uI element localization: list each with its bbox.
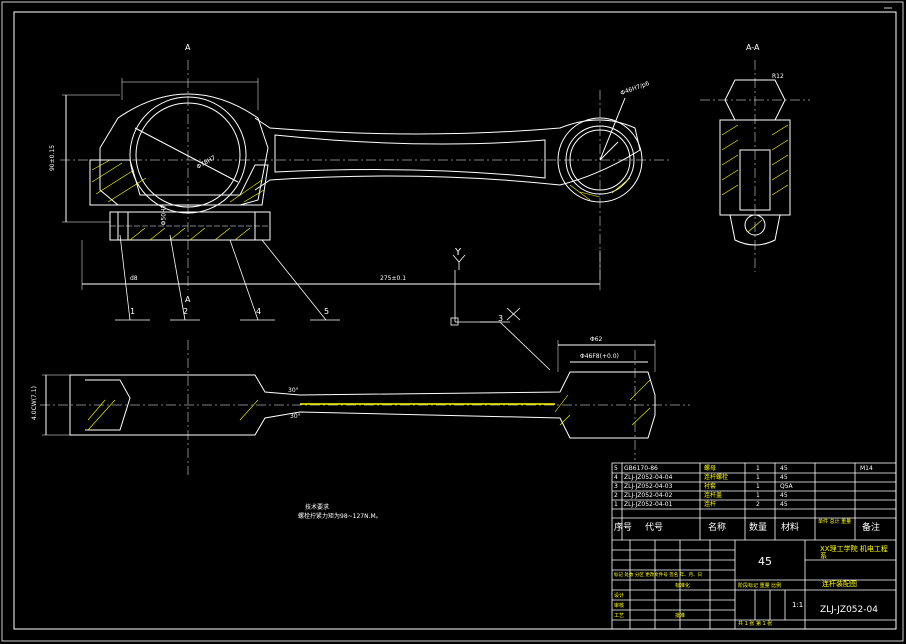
bom-cell-mat: Q5A [780,483,793,490]
cut-label-top: A [185,43,191,52]
bom-header-qty: 数量 [749,523,768,533]
ucs-y-label: Y [455,247,462,258]
bom-header-name: 名称 [708,523,727,533]
bom-cell-code: GB6170-86 [624,465,658,472]
bom-cell-mat: 45 [780,465,788,472]
bolt-dim: Φ50H7 [160,204,168,226]
bom-cell-qty: 1 [756,474,760,481]
balloon-4: 4 [256,307,262,316]
bom-cell-name: 连杆 [704,501,717,508]
top-view [40,340,690,475]
angle1-dim: 30° [288,387,299,394]
bom-cell-mat: 45 [780,501,788,508]
pitch-dim: d8 [130,275,138,282]
bom-header-no: 序号 [614,523,633,533]
bom-cell-code: ZLJ-JZ052-04-01 [624,501,673,508]
school-name: XX理工学院 机电工程系 [820,545,888,560]
design-label: 设计 [614,593,625,599]
section-view [700,60,810,272]
small-id-dim: Φ46F8(+0.0) [580,353,619,360]
sheet-count: 共 1 张 第 1 张 [738,621,773,627]
bom-cell-no: 2 [614,492,618,499]
section-label: A-A [746,43,760,52]
bom-cell-qty: 2 [756,501,760,508]
scale-value: 1:1 [792,601,804,609]
leader-lines [115,234,551,371]
bom-cell-mat: 45 [780,474,788,481]
bom-header-weight: 单件 总计 重量 [818,519,852,525]
bom-cell-mat: 45 [780,492,788,499]
balloon-3: 3 [498,314,504,323]
bom-header-note: 备注 [862,523,881,533]
angle2-dim: 30° [290,413,301,420]
bom-cell-qty: 1 [756,492,760,499]
balloon-2: 2 [183,307,189,316]
bom-cell-note: M14 [860,465,873,472]
title-block-lines [611,462,897,630]
bom-cell-no: 4 [614,474,618,481]
small-od-dim: Φ62 [590,336,603,343]
bom-cell-name: 衬套 [704,483,717,490]
cut-label-bottom: A [185,295,191,304]
bom-cell-name: 连杆盖 [704,492,723,499]
tech-note-body: 螺栓拧紧力矩为98~127N.M。 [298,513,382,520]
bom-cell-name: 连杆螺栓 [704,474,729,481]
tech-note-title: 技术要求 [305,504,330,511]
bom-cell-no: 3 [614,483,618,490]
bom-header-code: 代号 [645,523,664,533]
drawing-name: 连杆装配图 [822,580,857,588]
bom-cell-no: 1 [614,501,618,508]
bom-cell-code: ZLJ-JZ052-04-03 [624,483,673,490]
balloon-5: 5 [324,307,330,316]
material-value: 45 [758,555,772,568]
balloon-1: 1 [130,307,136,316]
height-dim: 90±0.15 [49,144,57,172]
revision-header: 标记 处数 分区 更改文件号 签名 年、月、日 [614,573,703,578]
side-height-dim: 4.0CW(7.1) [30,386,38,420]
std-label: 标准化 [675,583,691,589]
bom-cell-no: 5 [614,465,618,472]
center-dist-dim: 275±0.1 [380,275,407,282]
stage-mark: 阶段标记 重量 比例 [738,583,782,589]
process-label: 工艺 [614,613,625,619]
front-view [60,60,670,290]
bom-cell-name: 螺母 [704,465,717,472]
review-label: 审核 [614,603,625,609]
inner-border [13,11,897,630]
drawing-no: ZLJ-JZ052-04 [820,605,878,615]
radius-dim: R12 [772,73,784,80]
bom-cell-code: ZLJ-JZ052-04-04 [624,474,673,481]
bom-cell-qty: 1 [756,465,760,472]
bom-cell-code: ZLJ-JZ052-04-02 [624,492,673,499]
bom-header-mat: 材料 [781,523,800,533]
bom-cell-qty: 1 [756,483,760,490]
approve-label: 批准 [675,613,686,619]
ucs-icon [450,254,521,326]
